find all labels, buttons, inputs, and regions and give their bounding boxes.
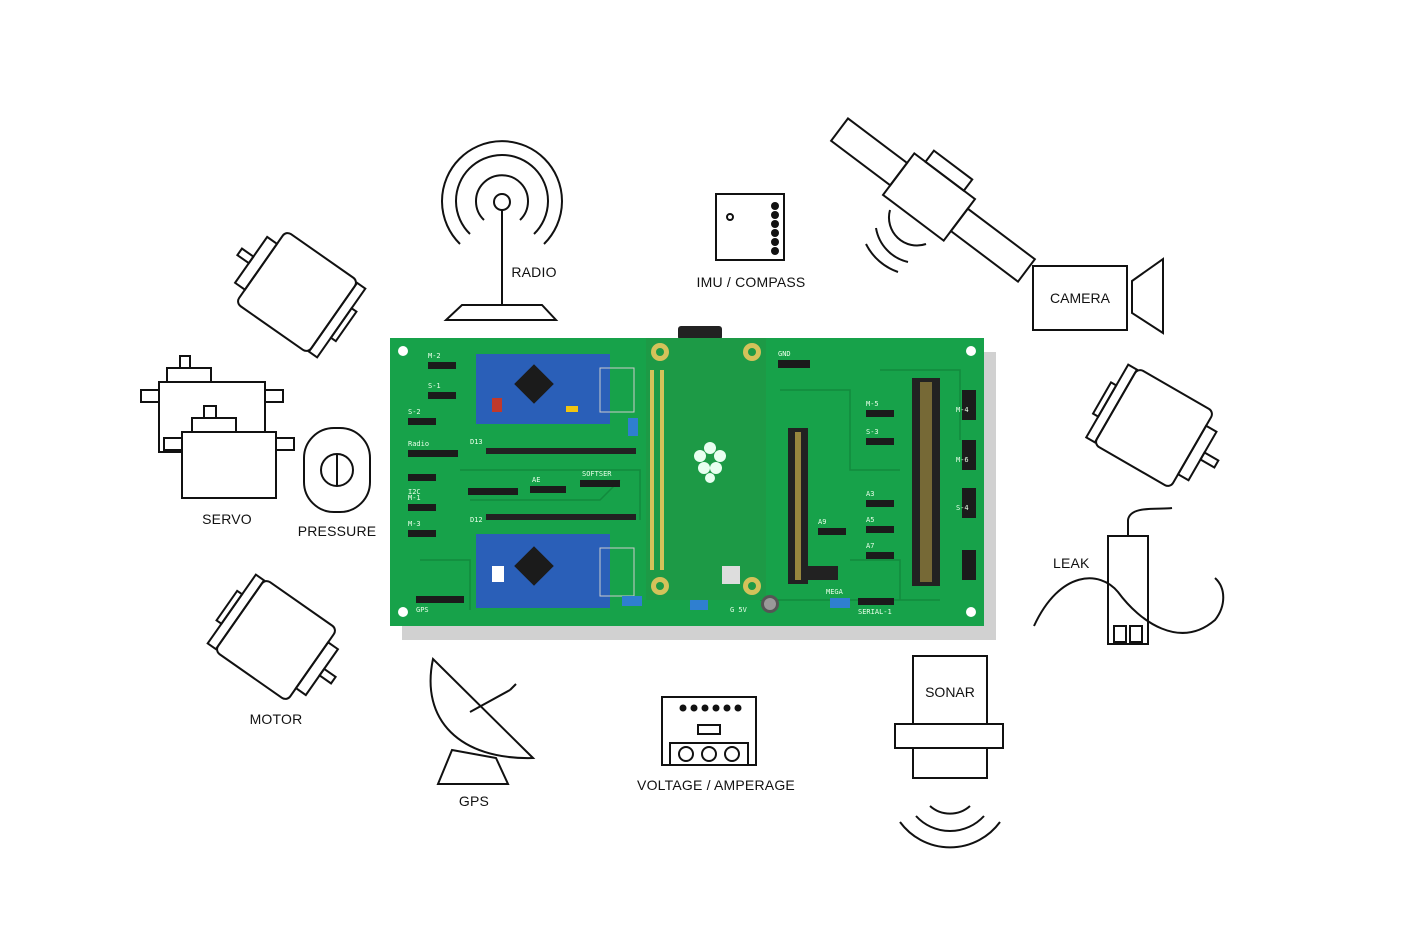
silk-serial1: SERIAL-1: [858, 608, 892, 616]
imu-icon: [715, 193, 785, 261]
silk-s3: S-3: [866, 428, 879, 436]
label-imu: IMU / COMPASS: [696, 274, 806, 290]
silk-ae: AE: [532, 476, 540, 484]
raspberry-pi-board: [646, 338, 766, 600]
silk-m1: M-1: [408, 494, 421, 502]
sonar-icon: [894, 655, 1004, 849]
satellite-icon: [829, 117, 1037, 284]
label-motor: MOTOR: [249, 711, 303, 727]
silk-d13: D13: [470, 438, 483, 446]
silk-softser: SOFTSER: [582, 470, 612, 478]
silk-radio: Radio: [408, 440, 429, 448]
silk-i2c: I2C: [408, 488, 421, 496]
arduino-board-bottom: [476, 534, 635, 608]
silk-a7: A7: [866, 542, 874, 550]
silk-g5v: G 5V: [730, 606, 748, 614]
motor-icon-right: [1084, 363, 1220, 487]
label-voltage: VOLTAGE / AMPERAGE: [637, 777, 795, 793]
pressure-icon: [303, 427, 371, 513]
silk-m6: M-6: [956, 456, 969, 464]
pcb-board: M-2 S-1 S-2 Radio D13 I2C AE SOFTSER D12…: [390, 326, 996, 640]
voltage-icon: [661, 696, 757, 766]
label-camera: CAMERA: [1050, 290, 1110, 306]
label-gps: GPS: [458, 793, 490, 809]
label-servo: SERVO: [202, 511, 252, 527]
silk-a3: A3: [866, 490, 874, 498]
radio-icon: [441, 140, 563, 321]
motor-icon-top-left: [233, 232, 367, 359]
silk-a5: A5: [866, 516, 874, 524]
servo-icon: [140, 355, 295, 499]
arduino-board-top: [476, 354, 635, 424]
silk-d12: D12: [470, 516, 483, 524]
label-leak: LEAK: [1053, 555, 1090, 571]
leak-icon: [1033, 507, 1225, 645]
label-pressure: PRESSURE: [297, 523, 377, 539]
label-radio: RADIO: [511, 264, 557, 280]
silk-gps: GPS: [416, 606, 429, 614]
silk-m5: M-5: [866, 400, 879, 408]
gps-icon: [429, 657, 536, 785]
silk-m3: M-3: [408, 520, 421, 528]
silk-s2: S-2: [408, 408, 421, 416]
motor-icon-bottom-left: [206, 573, 340, 700]
label-sonar: SONAR: [925, 684, 975, 700]
silk-m2: M-2: [428, 352, 441, 360]
silk-gnd: GND: [778, 350, 791, 358]
silk-mega: MEGA: [826, 588, 844, 596]
silk-m4: M-4: [956, 406, 969, 414]
silk-a9: A9: [818, 518, 826, 526]
camera-icon: [1032, 257, 1164, 335]
silk-s1: S-1: [428, 382, 441, 390]
silk-s4: S-4: [956, 504, 969, 512]
